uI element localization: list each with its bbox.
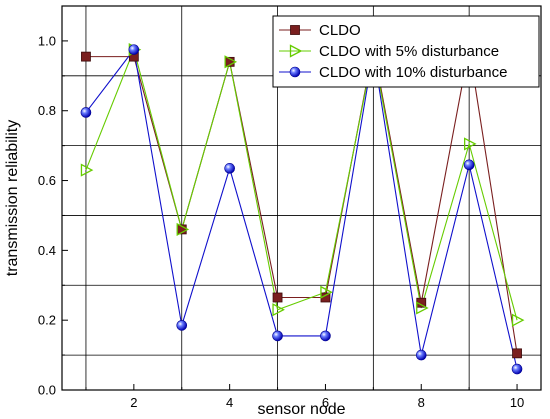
data-point: [80, 163, 94, 177]
data-point: [80, 107, 92, 118]
series-1: [85, 47, 518, 354]
series-line: [85, 47, 518, 354]
data-point: [272, 292, 283, 303]
legend-box: [272, 15, 540, 88]
axis-ticks: 0.0 0.2 0.4 0.6 0.8 1.0 2 4 6 8 10: [38, 33, 524, 410]
x-axis-title: sensor node: [257, 401, 345, 418]
legend-label: CLDO with 5% disturbance: [319, 43, 499, 60]
data-point: [272, 303, 285, 317]
y-tick-label: 0.8: [38, 103, 56, 118]
data-point: [512, 348, 522, 359]
legend-entry: CLDO with 5% disturbance: [279, 43, 499, 60]
series-2: [85, 47, 518, 321]
y-tick-label: 0.4: [38, 243, 56, 258]
series-layer: [80, 42, 525, 375]
data-point: [415, 349, 427, 361]
x-tick-label: 4: [226, 395, 233, 410]
data-point: [176, 222, 190, 236]
data-point: [416, 301, 429, 315]
data-point: [176, 320, 188, 331]
x-tick-label: 2: [130, 395, 137, 410]
plot-frame: [61, 5, 542, 391]
series-line: [85, 48, 518, 370]
data-point: [463, 137, 477, 151]
data-point: [320, 330, 331, 342]
legend-label: CLDO: [319, 22, 361, 39]
legend-swatch-marker: [289, 44, 303, 58]
series-1-points: [81, 42, 522, 359]
y-tick-label: 0.2: [38, 313, 56, 328]
series-line: [85, 47, 518, 321]
y-tick-label: 0.0: [38, 383, 56, 398]
data-point: [511, 363, 523, 375]
x-tick-label: 8: [418, 395, 425, 410]
data-point: [224, 55, 238, 69]
legend-swatch-marker: [290, 25, 300, 35]
x-tick-label: 10: [510, 395, 524, 410]
legend-entry: CLDO: [279, 22, 361, 39]
data-point: [224, 163, 235, 174]
x-tick-label: 6: [322, 395, 329, 410]
y-tick-label: 0.6: [38, 173, 56, 188]
data-point: [81, 51, 91, 62]
data-point: [463, 159, 475, 171]
legend-entry: CLDO with 10% disturbance: [279, 64, 507, 81]
y-axis-title: transmission reliability: [4, 120, 21, 277]
series-3-points: [80, 44, 523, 375]
legend-label: CLDO with 10% disturbance: [319, 64, 507, 81]
legend-swatch-marker: [289, 66, 301, 78]
y-tick-label: 1.0: [38, 33, 56, 48]
data-point: [320, 285, 333, 299]
series-3: [85, 48, 518, 370]
data-point: [511, 313, 525, 327]
data-point: [128, 44, 140, 55]
data-point: [272, 330, 283, 342]
